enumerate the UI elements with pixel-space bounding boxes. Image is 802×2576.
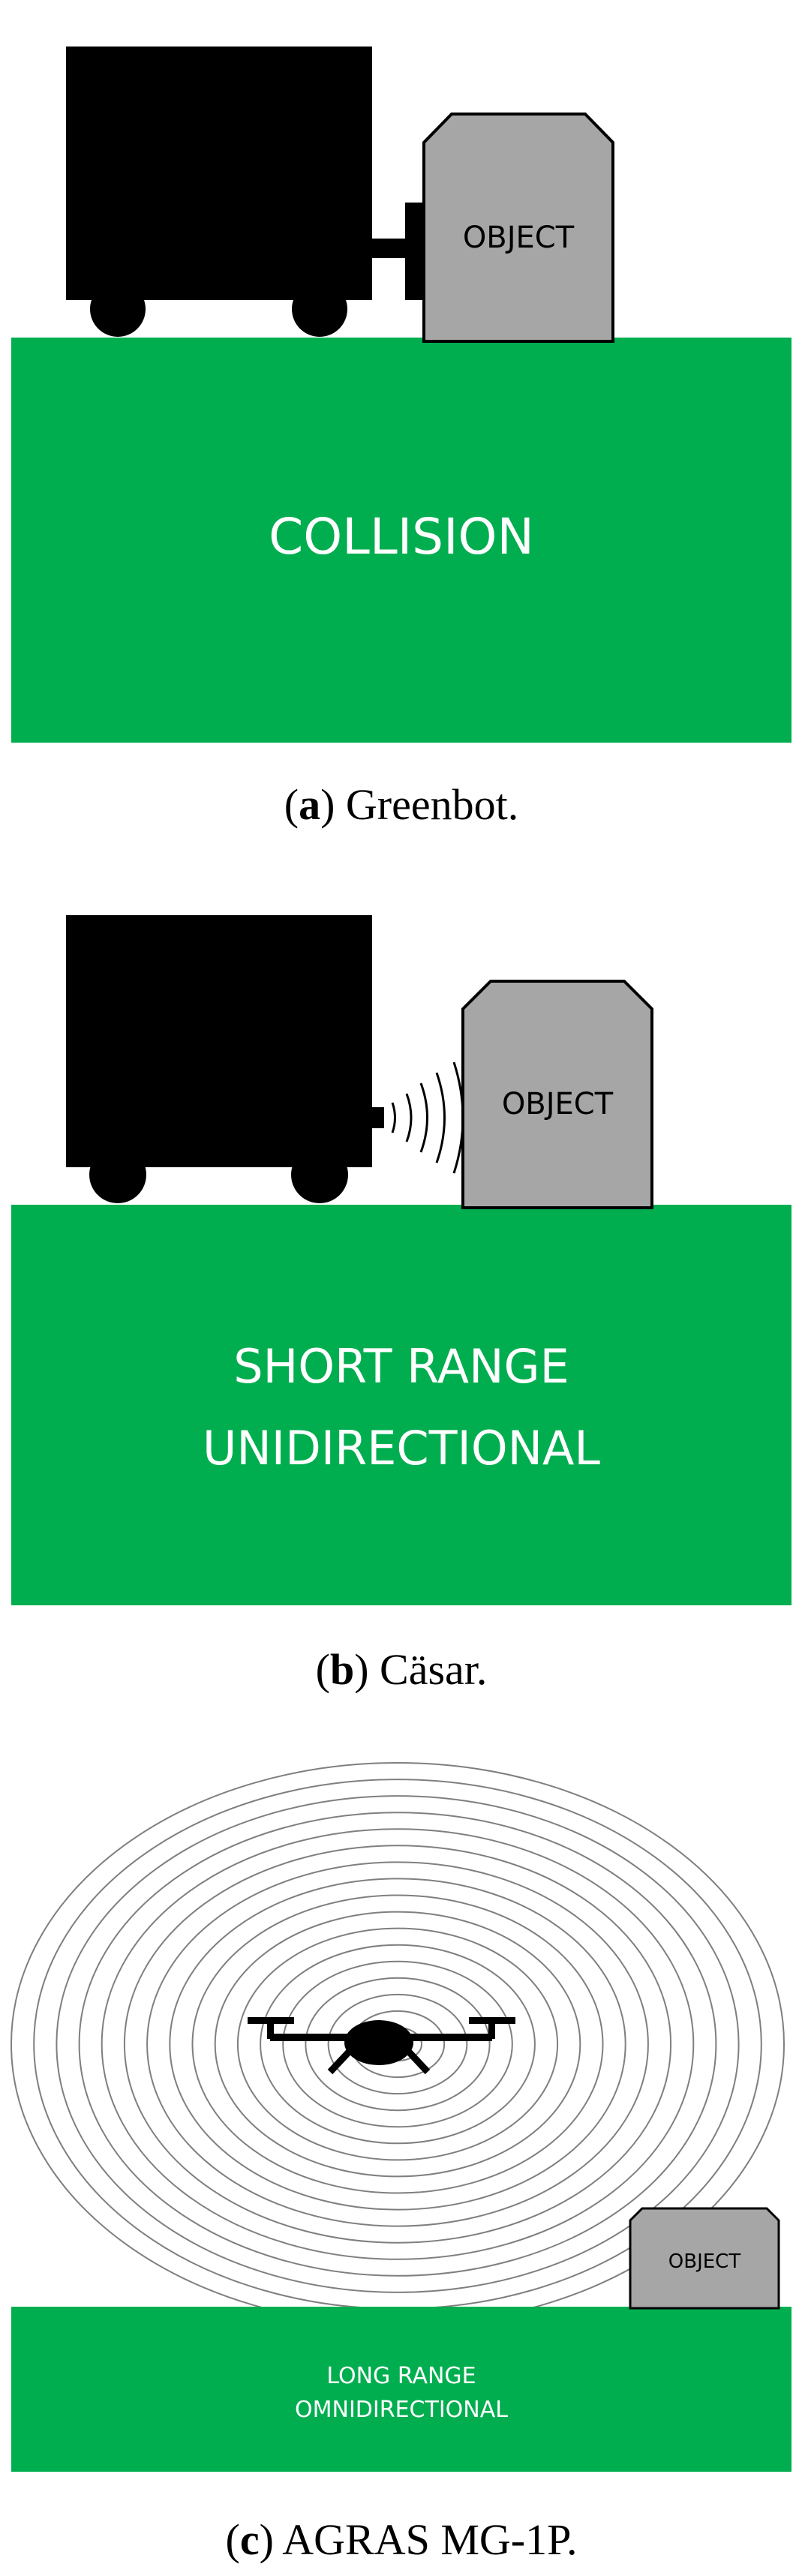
panel-c-drone-body <box>344 2020 413 2065</box>
panel-a-caption: (a) Greenbot. <box>284 780 518 829</box>
range-ring <box>101 1828 695 2260</box>
panel-c-ground-label-line-1: LONG RANGE <box>326 2363 476 2389</box>
panel-b-object: OBJECT <box>461 980 653 1209</box>
panel-c-object: OBJECT <box>629 2207 780 2310</box>
panel-b-vehicle-sensor <box>372 1107 384 1128</box>
range-ring <box>56 1795 740 2293</box>
panel-a-vehicle-arm <box>372 239 408 258</box>
panel-a: COLLISION OBJECT (a) Greenbot. <box>11 47 791 829</box>
panel-b-caption-text: Cäsar. <box>380 1645 487 1694</box>
panel-c-caption-letter: c <box>240 2515 260 2564</box>
panel-b-signal-waves <box>391 1061 464 1174</box>
panel-c-drone-mast-left <box>267 2022 274 2039</box>
panel-b: SHORT RANGE UNIDIRECTIONAL OBJECT (b) Cä… <box>11 915 791 1694</box>
panel-b-ground <box>11 1205 791 1605</box>
panel-a-object-label: OBJECT <box>463 221 575 255</box>
panel-c-ground-label-line-2: OMNIDIRECTIONAL <box>295 2397 508 2423</box>
panel-b-vehicle-body <box>66 915 372 1167</box>
range-ring <box>191 1894 604 2194</box>
panel-c-ground <box>11 2307 791 2472</box>
panel-a-ground <box>11 338 791 743</box>
panel-b-object-label: OBJECT <box>502 1087 614 1121</box>
panel-a-object: OBJECT <box>422 113 614 343</box>
range-ring <box>146 1861 649 2227</box>
panel-c-drone-rotor-right <box>469 2017 515 2024</box>
panel-c-object-label: OBJECT <box>668 2250 741 2273</box>
panel-a-object-shape <box>422 113 614 343</box>
panel-c-drone-leg-left <box>327 2045 356 2075</box>
panel-c-drone-leg-right <box>402 2045 431 2075</box>
range-ring <box>169 1878 626 2211</box>
panel-a-vehicle-wheel-left <box>90 281 146 337</box>
panel-c-drone <box>248 2017 515 2075</box>
panel-b-vehicle-wheel-right <box>291 1146 348 1203</box>
panel-c-object-shape <box>629 2207 780 2310</box>
panel-b-vehicle <box>66 915 384 1203</box>
panel-b-ground-label-line-1: SHORT RANGE <box>233 1339 569 1394</box>
range-ring <box>123 1845 672 2244</box>
panel-a-vehicle-body <box>66 47 372 300</box>
panel-b-object-shape <box>461 980 653 1209</box>
panel-c: LONG RANGE OMNIDIRECTIONAL OBJECT (c) AG… <box>11 1762 791 2564</box>
panel-b-caption-letter: b <box>330 1645 354 1694</box>
panel-a-caption-text: Greenbot. <box>346 780 518 829</box>
panel-a-vehicle-wheel-right <box>292 281 347 337</box>
panel-c-drone-mast-right <box>488 2022 495 2039</box>
panel-a-ground-label: COLLISION <box>269 508 534 566</box>
panel-a-caption-letter: a <box>299 780 320 829</box>
panel-c-caption-text: AGRAS MG-1P. <box>282 2515 577 2564</box>
range-ring <box>78 1812 717 2277</box>
panel-c-caption: (c) AGRAS MG-1P. <box>226 2515 578 2564</box>
panel-c-drone-rotor-left <box>248 2017 294 2024</box>
range-ring <box>236 1927 559 2161</box>
range-ring <box>214 1911 581 2178</box>
panel-b-caption: (b) Cäsar. <box>316 1645 488 1694</box>
range-ring <box>282 1960 513 2128</box>
range-ring <box>260 1944 536 2145</box>
panel-a-vehicle <box>66 47 428 337</box>
panel-b-ground-label-line-2: UNIDIRECTIONAL <box>203 1421 600 1476</box>
range-ring <box>305 1977 491 2112</box>
range-ring <box>327 1993 468 2095</box>
panel-b-vehicle-wheel-left <box>89 1146 146 1203</box>
